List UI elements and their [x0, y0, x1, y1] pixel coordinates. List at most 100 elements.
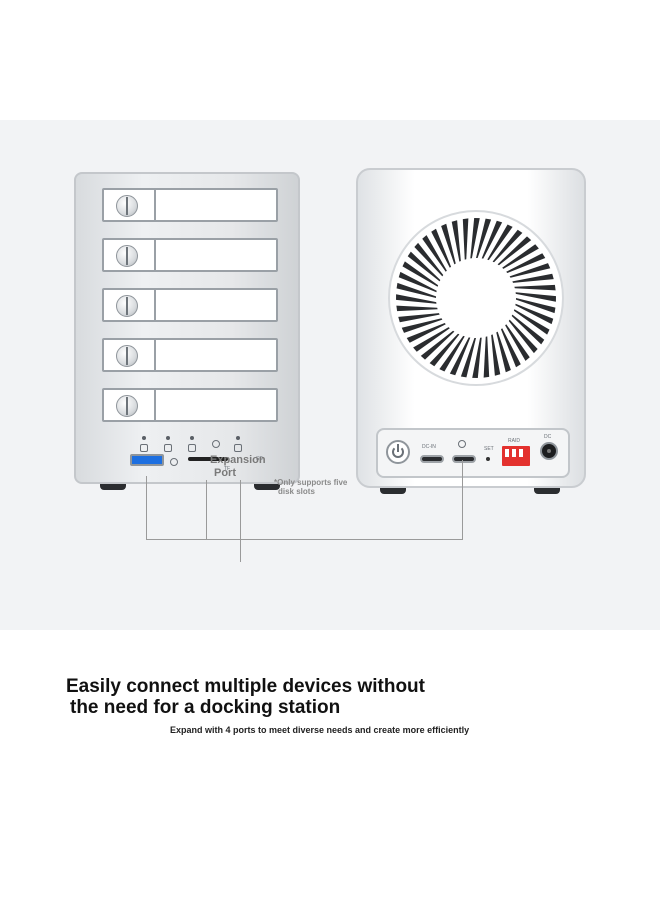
fan-slat: [420, 330, 455, 360]
usb-c-port-in: [420, 455, 444, 463]
drive-bay-5: [102, 388, 278, 422]
expansion-port-label: Expansion Port: [210, 454, 266, 480]
dc-power-jack: [540, 442, 558, 460]
fan-slat: [402, 261, 439, 287]
callout-line: [146, 539, 463, 540]
foot-right: [254, 484, 280, 490]
callout-line: [206, 480, 207, 540]
tf-card-slot: [188, 457, 228, 461]
expansion-label-line2: Port: [214, 467, 236, 479]
fan-slat: [396, 282, 437, 298]
status-led: [190, 436, 194, 440]
set-label: SET: [484, 446, 494, 452]
enclosure-front: TF SD: [74, 172, 300, 484]
fan-slat: [481, 220, 503, 259]
product-image-area: TF SD DC-IN SET RAID DC: [0, 120, 660, 630]
drive-bay-2: [102, 238, 278, 272]
fan-slat: [431, 228, 452, 268]
status-led: [166, 436, 170, 440]
fan-slat: [472, 337, 482, 378]
fan-slat: [511, 314, 545, 345]
cooling-fan-grille: [388, 210, 564, 386]
set-button[interactable]: [486, 457, 490, 461]
disk-icon: [140, 444, 148, 452]
drive-bay-4: [102, 338, 278, 372]
disk-icon: [164, 444, 172, 452]
callout-line: [146, 476, 147, 540]
fast-charge-icon: [458, 440, 466, 448]
fan-slat: [396, 305, 438, 312]
usb-c-port-out: [452, 455, 476, 463]
fan-slat: [413, 327, 450, 352]
fan-slat: [470, 218, 480, 259]
bay-lock-3: [104, 290, 156, 320]
raid-dip-switch[interactable]: [502, 446, 530, 466]
fan-slat: [476, 218, 492, 259]
raid-label: RAID: [508, 438, 520, 444]
fast-charge-icon: [170, 458, 178, 466]
fan-slat: [505, 324, 530, 361]
fan-slat: [497, 236, 532, 266]
bay-lock-5: [104, 390, 156, 420]
power-indicator-icon: [212, 440, 220, 448]
subheadline: Expand with 4 ports to meet diverse need…: [170, 725, 470, 735]
bay-lock-1: [104, 190, 156, 220]
callout-line: [240, 480, 241, 562]
fan-slat: [500, 328, 521, 368]
disk-slot-note: *Only supports five disk slots: [274, 478, 394, 496]
foot-left: [100, 484, 126, 490]
usb-a-port: [130, 454, 164, 466]
power-button[interactable]: [386, 440, 410, 464]
status-led: [142, 436, 146, 440]
fan-slat: [514, 284, 556, 291]
fan-hub: [438, 260, 514, 336]
fan-slat: [398, 271, 437, 293]
dc-in-label: DC-IN: [422, 444, 436, 450]
lock-knob-icon: [116, 295, 138, 317]
sd-label: SD: [256, 456, 263, 462]
fan-slat: [483, 336, 490, 378]
fan-slat: [513, 309, 550, 335]
drive-bay-3: [102, 288, 278, 322]
fan-slat: [487, 224, 513, 261]
foot-left: [380, 488, 406, 494]
fan-slat: [401, 318, 443, 333]
fan-slat: [439, 335, 465, 372]
fan-slat: [422, 235, 447, 272]
fan-slat: [462, 218, 469, 260]
fan-slat: [460, 337, 476, 378]
fan-slat: [407, 251, 441, 282]
fan-slat: [429, 333, 460, 367]
fan-slat: [398, 313, 440, 323]
disk-icon: [234, 444, 242, 452]
fan-slat: [515, 303, 554, 325]
fan-slat: [451, 220, 461, 262]
fan-slat: [502, 244, 539, 269]
note-line2: disk slots: [278, 487, 315, 496]
fan-slat: [441, 223, 456, 265]
headline: Easily connect multiple devices without …: [66, 676, 626, 718]
fan-slat: [496, 331, 511, 373]
fan-slat: [508, 319, 538, 354]
bay-lock-4: [104, 340, 156, 370]
fan-slat: [506, 253, 546, 274]
fan-slat: [406, 322, 446, 343]
fan-slat: [414, 242, 444, 277]
dc-label: DC: [544, 434, 552, 440]
drive-bay-1: [102, 188, 278, 222]
lock-knob-icon: [116, 345, 138, 367]
lock-knob-icon: [116, 245, 138, 267]
headline-line1: Easily connect multiple devices without: [66, 676, 425, 697]
disk-icon: [188, 444, 196, 452]
lock-knob-icon: [116, 195, 138, 217]
note-line1: *Only supports five: [274, 478, 348, 487]
fan-slat: [515, 292, 556, 302]
fan-slat: [449, 337, 471, 376]
fan-slat: [492, 229, 523, 263]
callout-line: [462, 460, 463, 540]
bay-lock-2: [104, 240, 156, 270]
tf-label: TF: [224, 466, 231, 472]
fan-slat: [515, 298, 556, 314]
foot-right: [534, 488, 560, 494]
fan-slat: [512, 273, 554, 283]
